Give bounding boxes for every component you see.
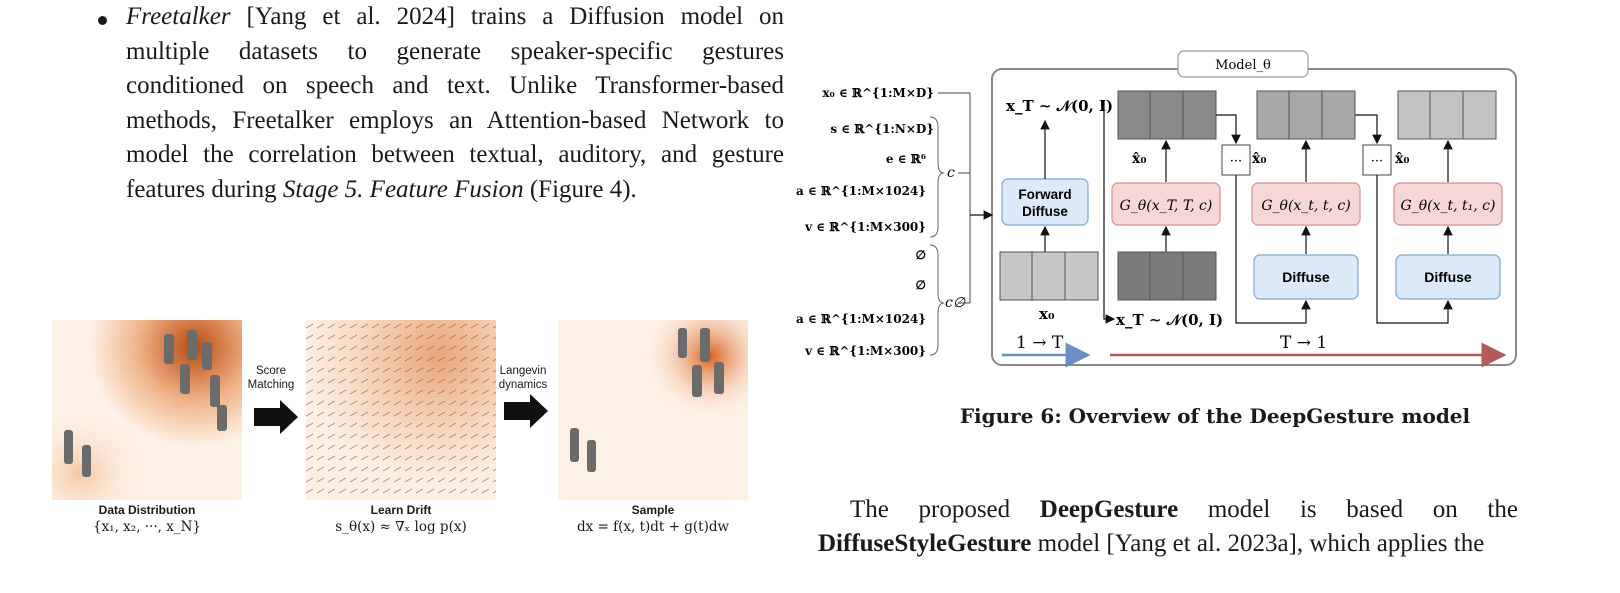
model-tab <box>1177 50 1309 78</box>
input-x0: x₀ ∈ ℝ^{1:M×D} <box>822 86 934 100</box>
input-a: a ∈ ℝ^{1:M×1024} <box>796 184 926 198</box>
bullet-text-end: (Figure 4). <box>523 175 637 203</box>
figure-deepgesture-overview: Model_θ x₀ ∈ ℝ^{1:M×D} s ∈ ℝ^{1:N×D} e ∈… <box>796 45 1620 375</box>
label-data-distribution: Data Distribution <box>98 503 196 517</box>
deepgesture-diagram: Model_θ x₀ ∈ ℝ^{1:M×D} s ∈ ℝ^{1:N×D} e ∈… <box>796 50 1517 368</box>
ellipsis-box-1 <box>1221 144 1251 176</box>
xhat-label-3: x̂₀ <box>1395 151 1409 167</box>
condition-inputs: x₀ ∈ ℝ^{1:M×D} s ∈ ℝ^{1:N×D} e ∈ ℝ⁶ a ∈ … <box>796 86 934 234</box>
input-e: e ∈ ℝ⁶ <box>886 152 926 166</box>
stage-name: Stage 5. Feature Fusion <box>282 175 524 203</box>
arrow-right-icon <box>504 394 548 428</box>
generator-3-label: G_θ(x_t, t₁, c) <box>1401 198 1496 214</box>
label-sample: Sample <box>631 503 675 517</box>
diffuse-box-2 <box>1395 254 1501 300</box>
xhat-label-1: x̂₀ <box>1132 151 1146 167</box>
ellipsis-1: ··· <box>1230 154 1242 169</box>
brace-c <box>929 116 945 238</box>
figure-6-caption: Figure 6: Overview of the DeepGesture mo… <box>959 404 1471 428</box>
generator-1-label: G_θ(x_T, T, c) <box>1120 198 1213 214</box>
input-null-a: a ∈ ℝ^{1:M×1024} <box>796 312 926 326</box>
generator-box-2 <box>1251 182 1361 226</box>
gesture-frames-2 <box>1256 90 1356 140</box>
model-name: Freetalker <box>126 3 231 30</box>
xT-bottom-label: x_T ∼ 𝒩(0, I) <box>1116 311 1223 329</box>
model-name-diffusestylegesture: DiffuseStyleGesture <box>818 530 1032 557</box>
label-learn-drift: Learn Drift <box>370 503 432 517</box>
model-name-deepgesture: DeepGesture <box>1039 496 1179 523</box>
brace-cnull <box>929 244 945 356</box>
body-paragraph: The proposed DeepGesture model is based … <box>818 496 1518 557</box>
gesture-frames-3 <box>1397 90 1497 140</box>
human-figures-icon <box>570 328 724 472</box>
left-column: Freetalker [Yang et al. 2024] trains a D… <box>98 0 784 207</box>
input-null-1: ∅ <box>916 248 926 262</box>
human-figures-icon <box>64 330 227 477</box>
diffuse-2-label: Diffuse <box>1424 269 1472 285</box>
input-null-v: v ∈ ℝ^{1:M×300} <box>804 344 926 358</box>
xhat-label-2: x̂₀ <box>1252 151 1266 167</box>
formula-data-distribution: {x₁, x₂, ···, x_N} <box>92 519 202 535</box>
input-s: s ∈ ℝ^{1:N×D} <box>830 122 934 136</box>
x0-label: x₀ <box>1039 305 1055 323</box>
bullet-dot <box>98 16 107 25</box>
noise-frames-top <box>1117 90 1217 140</box>
formula-sample: dx = f(x, t)dt + g(t)dw <box>576 519 730 535</box>
x0-gesture-frames <box>999 251 1099 301</box>
range-left-label: 1 → T <box>1016 333 1064 353</box>
diffuse-1-label: Diffuse <box>1282 269 1330 285</box>
formula-learn-drift: s_θ(x) ≈ ∇ₓ log p(x) <box>335 519 467 535</box>
generator-box-3 <box>1393 182 1503 226</box>
input-null-2: ∅ <box>916 278 926 292</box>
cnull-label: c∅ <box>945 295 966 311</box>
range-right-label: T → 1 <box>1280 333 1327 353</box>
generator-box-1 <box>1111 182 1221 226</box>
ellipsis-box-2 <box>1362 144 1392 176</box>
null-condition-inputs: ∅ ∅ a ∈ ℝ^{1:M×1024} v ∈ ℝ^{1:M×300} <box>796 248 926 358</box>
diffuse-box-1 <box>1253 254 1359 300</box>
ellipsis-2: ··· <box>1371 154 1383 169</box>
forward-diffuse-line2: Diffuse <box>1022 204 1068 219</box>
citation: [Yang et al. 2024] <box>246 3 455 30</box>
xT-top-label: x_T ∼ 𝒩(0, I) <box>1006 97 1113 115</box>
bullet-item-freetalker: Freetalker [Yang et al. 2024] trains a D… <box>98 0 784 207</box>
input-v: v ∈ ℝ^{1:M×300} <box>804 220 926 234</box>
arrow-right-icon <box>254 400 298 434</box>
figure-score-matching-graphic <box>52 320 748 500</box>
model-tab-label: Model_θ <box>1215 58 1271 73</box>
c-label: c <box>947 165 955 181</box>
generator-2-label: G_θ(x_t, t, c) <box>1261 198 1350 214</box>
forward-diffuse-line1: Forward <box>1018 187 1071 202</box>
noise-frames-bottom <box>1117 251 1217 301</box>
bullet-text: trains a Diffusion model on multiple dat… <box>126 3 785 203</box>
